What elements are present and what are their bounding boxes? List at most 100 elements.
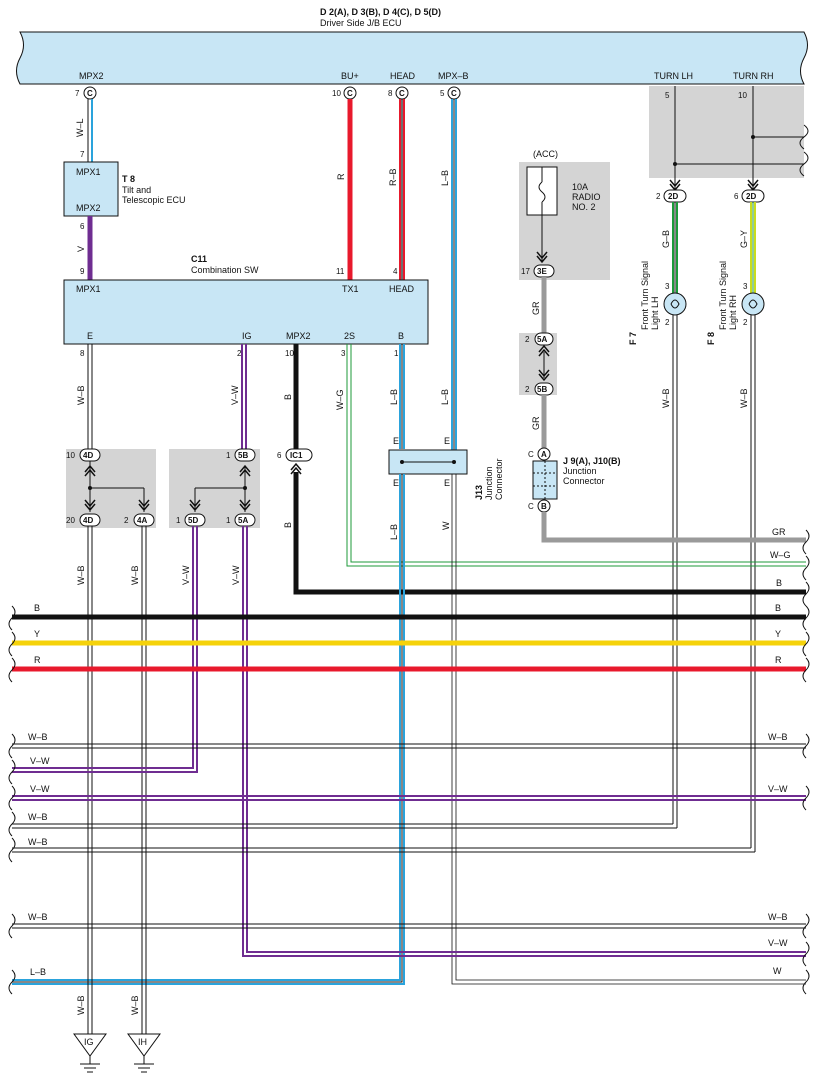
conn-4d: 4D (83, 516, 93, 525)
c11-pin: E (87, 331, 93, 341)
connector-letter: C (451, 89, 457, 98)
c11-pin-num: 4 (393, 267, 398, 276)
conn-num: 1 (226, 451, 231, 460)
t8-pin-num: 6 (80, 222, 85, 231)
ecu-pin-label: TURN LH (654, 71, 693, 81)
wire-label: W–B (768, 732, 788, 742)
fuse-name2: NO. 2 (572, 202, 596, 212)
f8-id: F 8 (706, 332, 716, 345)
wire-label: V–W (30, 784, 50, 794)
t8-id: T 8 (122, 174, 135, 184)
wire-label: G–B (661, 230, 671, 248)
ground-ih-symbol (127, 1033, 161, 1057)
wire-label: W (773, 966, 782, 976)
j9-name2: Connector (563, 476, 605, 486)
conn-num: 2 (124, 516, 129, 525)
ecu-pin-num: 10 (332, 89, 341, 98)
conn-5b-pin: 2 (525, 385, 530, 394)
wire-label: W–B (130, 995, 140, 1015)
wire-label: V–W (30, 756, 50, 766)
ic1-num: 6 (277, 451, 282, 460)
ecu-title: D 2(A), D 3(B), D 4(C), D 5(D) (320, 7, 441, 17)
wire-label: GR (531, 416, 541, 430)
c11-pin: IG (242, 331, 252, 341)
wire-label: W–G (770, 550, 791, 560)
wire-label: V–W (231, 565, 241, 585)
wire-label: R–B (388, 168, 398, 186)
c11-pin-num: 10 (285, 349, 294, 358)
j13-e: E (393, 478, 399, 488)
j13-e: E (393, 436, 399, 446)
ecu-pin-label: HEAD (390, 71, 416, 81)
wire-label: L–B (440, 170, 450, 186)
ecu-pin-num: 5 (665, 91, 670, 100)
j9-top: A (541, 450, 547, 459)
c11-pin-num: 8 (80, 349, 85, 358)
wire-label: G–Y (739, 230, 749, 248)
ecu-pin-num: 8 (388, 89, 393, 98)
wire-label: W–B (739, 388, 749, 408)
wire-label: W–B (768, 912, 788, 922)
ecu-pin-num: 7 (75, 89, 80, 98)
wire-label: R (775, 655, 782, 665)
j13-id: J13 (474, 485, 484, 500)
wire-label: R (34, 655, 41, 665)
fuse-pin: 17 (521, 267, 530, 276)
conn-num: 1 (226, 516, 231, 525)
conn-num: 20 (66, 516, 75, 525)
ic1-label: IC1 (290, 451, 303, 460)
connector-letter: C (87, 89, 93, 98)
connector-letter: C (399, 89, 405, 98)
c11-pin-num: 3 (341, 349, 346, 358)
wire-label: W–B (661, 388, 671, 408)
f8-pin: 2 (743, 318, 748, 327)
conn-4d: 4D (83, 451, 93, 460)
c11-pin: 2S (344, 331, 355, 341)
wire-label: R (336, 173, 346, 180)
conn-5a: 5A (238, 516, 248, 525)
connector-letter: C (347, 89, 353, 98)
conn-5a: 5A (537, 335, 547, 344)
c11-pin-num: 11 (336, 267, 345, 276)
connector-2d-lh: 2D (668, 192, 678, 201)
fuse-rating: 10A (572, 182, 588, 192)
conn-4a: 4A (137, 516, 147, 525)
fuse-name1: RADIO (572, 192, 601, 202)
wire-label: L–B (440, 389, 450, 405)
c11-pin-num: 9 (80, 267, 85, 276)
ecu-pin-label: BU+ (341, 71, 359, 81)
wire-label: W–L (75, 118, 85, 137)
wire-label: W–B (28, 812, 48, 822)
ecu-subtitle: Driver Side J/B ECU (320, 18, 402, 28)
conn-num: 1 (176, 516, 181, 525)
ecu-pin-label: MPX2 (79, 71, 104, 81)
wire-label: W–B (76, 995, 86, 1015)
ecu-pin-label: TURN RH (733, 71, 774, 81)
connector-2d-rh: 2D (746, 192, 756, 201)
j9-id: J 9(A), J10(B) (563, 456, 621, 466)
j9-name1: Junction (563, 466, 597, 476)
wire-label: W–B (28, 912, 48, 922)
j13-name2: Connector (494, 458, 504, 500)
c11-pin-num: 2 (237, 349, 242, 358)
c11-pin: B (398, 331, 404, 341)
wire-label: V (76, 246, 86, 252)
wire-label: W (441, 521, 451, 530)
f8-pin: 3 (743, 282, 748, 291)
conn-num: 10 (66, 451, 75, 460)
conn-5b: 5B (238, 451, 248, 460)
conn-2d-num: 6 (734, 192, 739, 201)
wire-label: W–G (335, 389, 345, 410)
wire-label: V–W (768, 784, 788, 794)
j13-e: E (444, 436, 450, 446)
wire-label: W–B (28, 732, 48, 742)
f7-name2: Light LH (650, 296, 660, 330)
wire-label: Y (775, 629, 781, 639)
f8-name2: Light RH (728, 295, 738, 330)
j13-name1: Junction (484, 466, 494, 500)
wire-label: Y (34, 629, 40, 639)
wire-label: V–W (181, 565, 191, 585)
wire-label: GR (772, 527, 786, 537)
wire-label: GR (531, 301, 541, 315)
